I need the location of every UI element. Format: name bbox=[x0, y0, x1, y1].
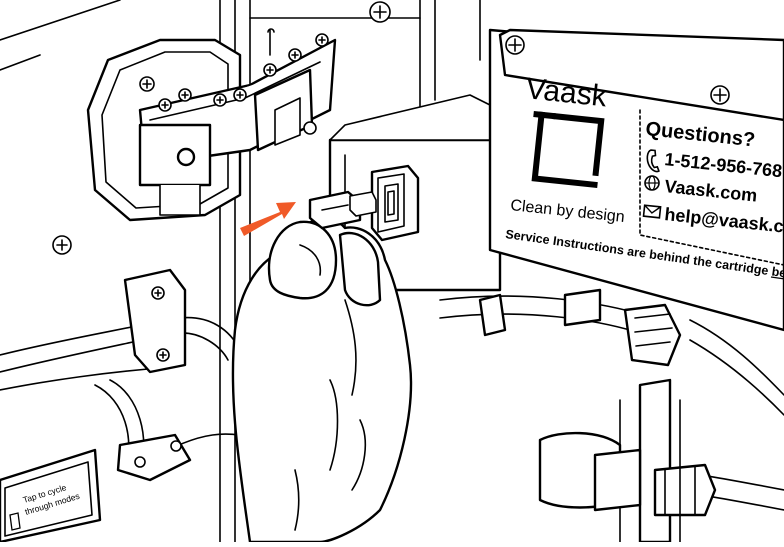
usb-socket bbox=[370, 164, 420, 242]
mail-icon bbox=[642, 204, 662, 219]
tap-icon bbox=[9, 512, 21, 531]
mode-sticker: Tap to cycle through modes bbox=[0, 448, 102, 544]
hand-icon bbox=[231, 217, 413, 544]
arrow-icon bbox=[240, 202, 296, 236]
label-plate bbox=[488, 28, 784, 332]
vaask-logo bbox=[531, 111, 605, 189]
hinge-screws bbox=[52, 1, 391, 255]
usb-plug bbox=[308, 190, 377, 230]
phone-icon bbox=[646, 149, 660, 173]
globe-icon bbox=[644, 175, 660, 191]
tube-clamps bbox=[116, 268, 717, 544]
